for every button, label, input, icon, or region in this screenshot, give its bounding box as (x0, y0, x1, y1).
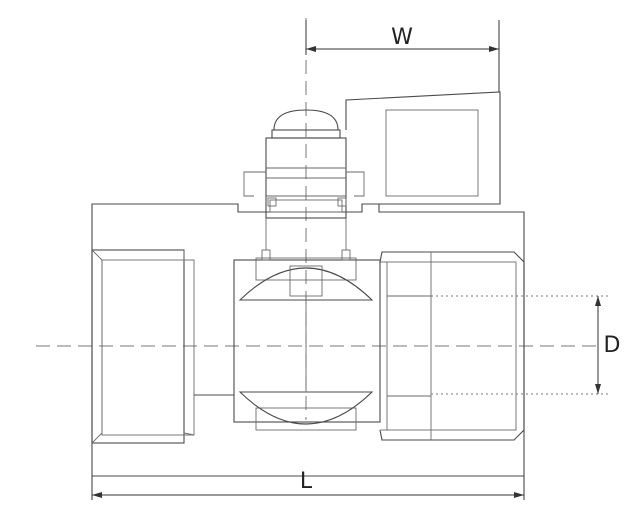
right-threaded-port (379, 251, 525, 441)
left-threaded-port (91, 249, 195, 444)
stem-nut (271, 109, 341, 139)
width-label: W (391, 25, 413, 50)
diameter-label: D (604, 333, 621, 358)
ball-chamber (194, 257, 381, 431)
length-dimension (91, 476, 525, 500)
length-label: L (300, 469, 313, 494)
valve-handle (345, 91, 501, 205)
valve-stem (243, 137, 365, 261)
valve-body (91, 203, 525, 477)
diameter-dimension (595, 296, 601, 394)
width-dimension (305, 20, 500, 92)
